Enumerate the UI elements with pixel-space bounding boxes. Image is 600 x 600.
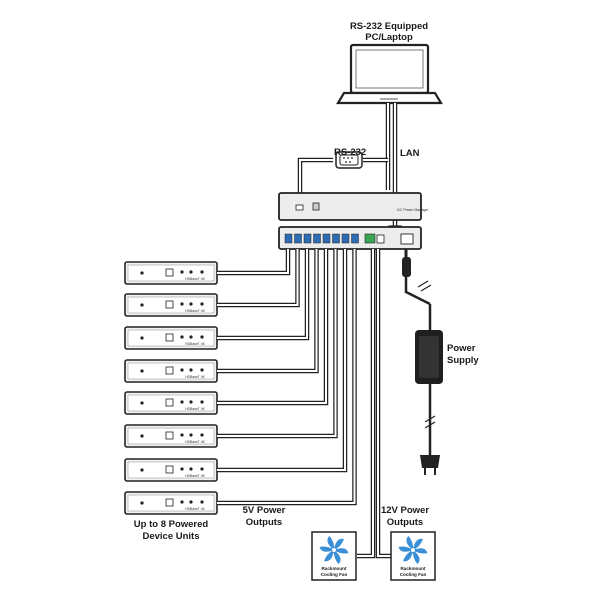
device-model-label: HDBaseT 4K: [185, 474, 205, 478]
twelve-v-label-line2: Outputs: [387, 517, 423, 528]
dc-output-port: [341, 233, 350, 244]
powered-device-unit: HDBaseT 4K: [124, 491, 218, 515]
devices-label-line2: Device Units: [142, 531, 199, 542]
dc-output-port: [294, 233, 302, 244]
fan-label-line1: Rackmount: [321, 566, 346, 571]
lan-label: LAN: [400, 148, 420, 159]
device-model-label: HDBaseT 4K: [185, 277, 205, 281]
powered-device-unit: HDBaseT 4K: [124, 359, 218, 383]
device-model-label: HDBaseT 4K: [185, 440, 205, 444]
powered-device-unit: HDBaseT 4K: [124, 391, 218, 415]
rs232-label: RS-232: [334, 147, 366, 158]
powered-devices: HDBaseT 4K HDBaseT 4K HDBaseT 4K HDBaseT 4K…: [124, 261, 218, 515]
rack-unit-front: [278, 192, 422, 221]
dc-output-port: [322, 233, 331, 244]
dc-output-port: [351, 233, 359, 244]
dc-output-port: [284, 233, 293, 244]
fan-label-line1: Rackmount: [400, 566, 425, 571]
power-supply-label-line2: Supply: [447, 355, 479, 366]
five-v-cable: [217, 249, 310, 341]
laptop-icon: [336, 43, 443, 105]
powered-device-unit: HDBaseT 4K: [124, 293, 218, 317]
fan-label-line2: Cooling Fan: [321, 572, 348, 577]
device-model-label: HDBaseT 4K: [185, 407, 205, 411]
db9-connector-icon: [335, 151, 363, 169]
rack-front-tag: DC Power Manager: [397, 208, 429, 212]
device-model-label: HDBaseT 4K: [185, 507, 205, 511]
pc-label-line2: PC/Laptop: [365, 32, 413, 43]
powered-device-unit: HDBaseT 4K: [124, 261, 218, 285]
devices-label-line1: Up to 8 Powered: [134, 519, 209, 530]
powered-device-unit: HDBaseT 4K: [124, 326, 218, 350]
five-v-cable: [217, 249, 291, 276]
rs232-cable: [297, 157, 388, 193]
pc-label-line1: RS-232 Equipped: [350, 21, 428, 32]
five-v-label-line2: Outputs: [246, 517, 282, 528]
dc-output-port: [303, 233, 312, 244]
power-supply-icon: [415, 330, 443, 384]
power-plug-icon: [420, 455, 440, 475]
dc-output-port: [313, 233, 321, 244]
device-model-label: HDBaseT 4K: [185, 309, 205, 313]
dc-output-port: [332, 233, 340, 244]
five-v-label-line1: 5V Power: [243, 505, 286, 516]
device-model-label: HDBaseT 4K: [185, 342, 205, 346]
powered-device-unit: HDBaseT 4K: [124, 424, 218, 448]
rack-unit-rear: [278, 226, 422, 250]
five-v-cable: [217, 249, 300, 308]
five-v-cable: [217, 249, 319, 374]
twelve-v-cables: [357, 249, 394, 559]
power-cable: [402, 249, 436, 455]
twelve-v-label-line1: 12V Power: [381, 505, 429, 516]
power-supply-label-line1: Power: [447, 343, 476, 354]
powered-device-unit: HDBaseT 4K: [124, 458, 218, 482]
five-v-cables: [217, 249, 357, 506]
fan-label-line2: Cooling Fan: [400, 572, 427, 577]
device-model-label: HDBaseT 4K: [185, 375, 205, 379]
